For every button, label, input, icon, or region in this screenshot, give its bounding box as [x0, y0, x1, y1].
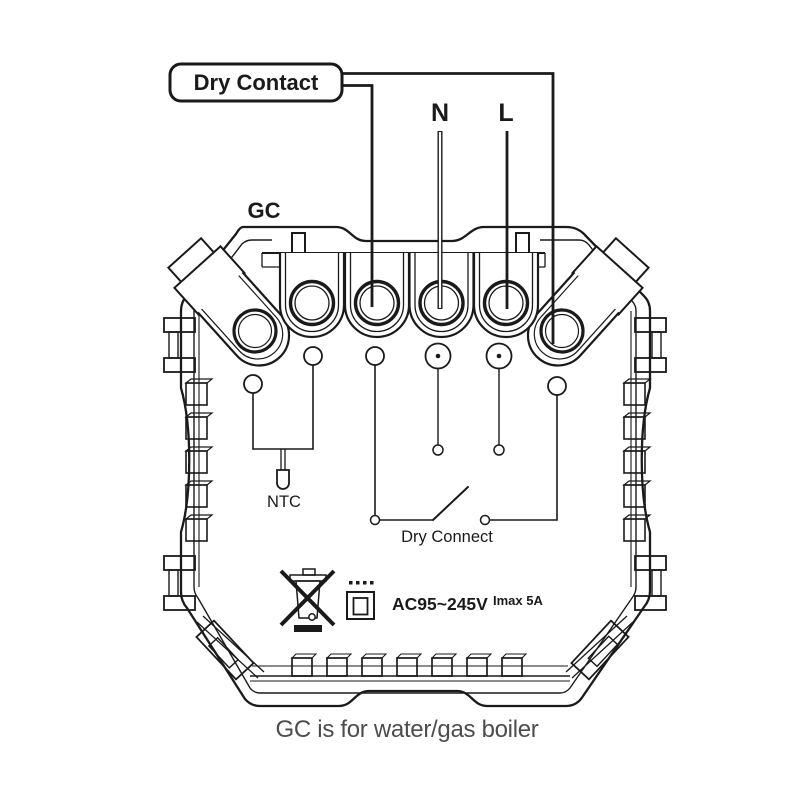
dry-contact-wire-1 — [342, 72, 555, 344]
bottom-right-clip — [565, 615, 634, 681]
switch-blade — [432, 486, 469, 521]
bottom-left-clip — [195, 615, 265, 681]
compliance-marks: AC95~245V Imax 5A — [279, 568, 543, 632]
live-label: L — [498, 99, 513, 127]
ntc-sensor: NTC — [243, 346, 323, 511]
dry-contact-callout: Dry Contact — [168, 62, 344, 103]
footer-note: GC is for water/gas boiler — [276, 716, 539, 743]
block-tab-left — [291, 232, 306, 254]
dry-contact-box — [168, 62, 344, 103]
weee-bin-icon — [279, 568, 336, 632]
neutral-label: N — [431, 99, 449, 127]
contact-pins — [424, 342, 513, 456]
dry-contact-label: Dry Contact — [194, 70, 319, 95]
block-tab-right — [515, 232, 530, 254]
dry-contact-wire-2 — [342, 84, 374, 307]
current-rating: Imax 5A — [493, 593, 543, 608]
ntc-pin-left — [243, 374, 263, 394]
internal-schematic: NTC Dry Connect — [243, 342, 567, 546]
gc-label: GC — [248, 198, 281, 223]
external-wires — [342, 72, 555, 344]
class-ii-icon — [346, 581, 375, 620]
ntc-label: NTC — [267, 493, 301, 511]
terminal-3 — [343, 251, 411, 339]
ntc-bulb-icon — [276, 469, 290, 490]
terminal-2 — [278, 251, 346, 339]
dry-connect-switch: Dry Connect — [365, 346, 567, 546]
ntc-pin-right — [303, 346, 323, 366]
terminal-block — [160, 230, 657, 381]
dry-connect-label: Dry Connect — [401, 528, 493, 546]
voltage-rating: AC95~245V — [392, 594, 488, 614]
